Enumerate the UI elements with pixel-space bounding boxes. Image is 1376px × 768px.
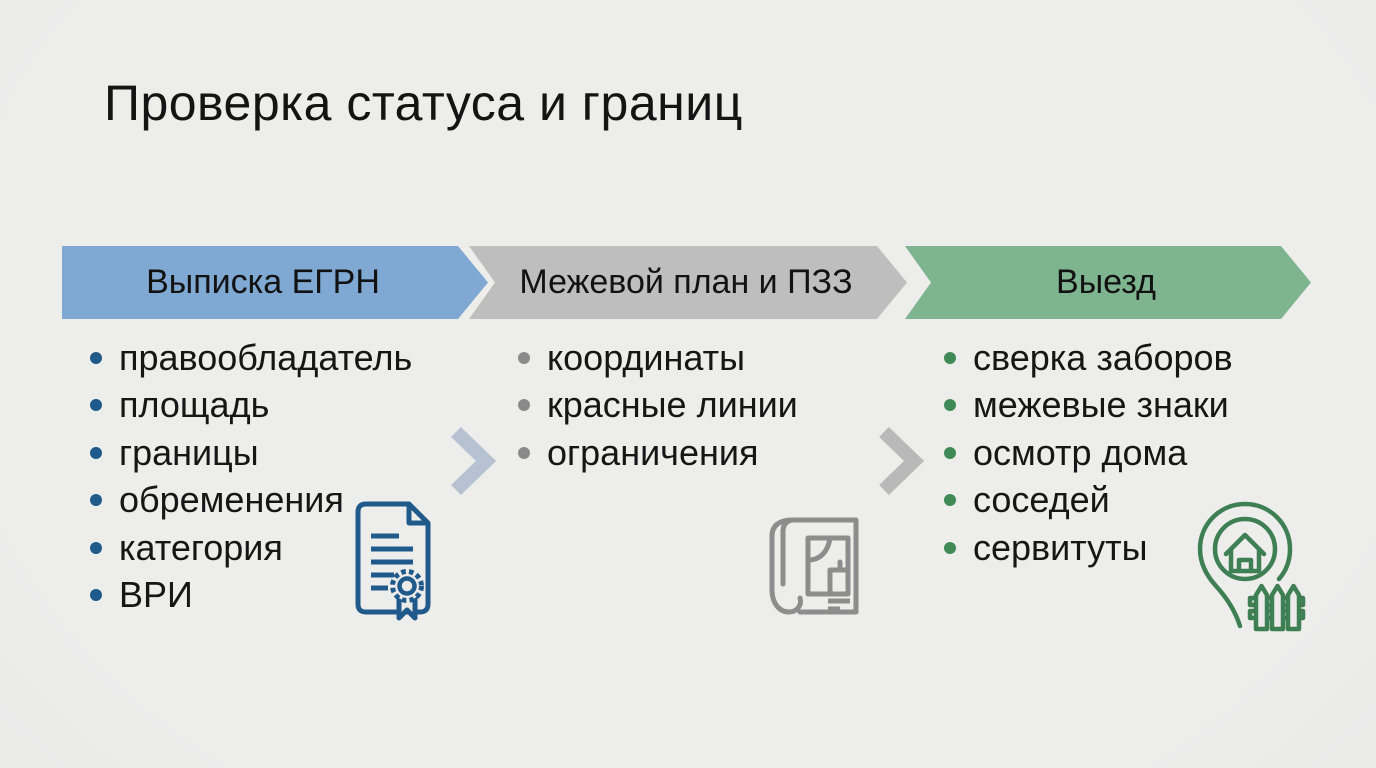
list-item: межевые знаки — [944, 382, 1233, 430]
certificate-document-icon — [355, 501, 431, 621]
list-item: осмотр дома — [944, 429, 1233, 477]
list-item-label: границы — [119, 431, 259, 473]
bullet-dot — [90, 446, 102, 459]
list-item: сверка заборов — [944, 334, 1233, 382]
page-title: Проверка статуса и границ — [104, 75, 743, 131]
list-item-label: правообладатель — [119, 336, 413, 378]
list-item-label: сверка заборов — [973, 336, 1233, 378]
bullet-dot — [90, 541, 102, 554]
bullet-dot — [944, 399, 956, 412]
visit-checklist: сверка заборов межевые знаки осмотр дома… — [944, 334, 1233, 572]
list-item: ВРИ — [90, 572, 412, 620]
chevron-right-icon — [879, 426, 925, 496]
list-item: категория — [90, 524, 412, 572]
bullet-dot — [518, 399, 530, 412]
list-item: границы — [90, 429, 412, 477]
stage-banner-plan-pzz: Межевой план и ПЗЗ — [469, 246, 907, 319]
bullet-dot — [90, 494, 102, 507]
list-item-label: площадь — [119, 384, 270, 426]
bullet-dot — [518, 446, 530, 459]
chevron-right-icon — [451, 426, 497, 496]
list-item: обременения — [90, 477, 412, 525]
list-item: правообладатель — [90, 334, 412, 382]
list-item-label: категория — [119, 526, 283, 568]
list-item-label: соседей — [973, 479, 1110, 521]
bullet-dot — [90, 589, 102, 602]
location-pin-house-fence-icon — [1197, 501, 1306, 632]
blueprint-plan-icon — [769, 517, 859, 615]
bullet-dot — [944, 351, 956, 364]
egrn-checklist: правообладатель площадь границы обремене… — [90, 334, 412, 619]
list-item: красные линии — [518, 382, 798, 430]
bullet-dot — [944, 494, 956, 507]
bullet-dot — [90, 399, 102, 412]
stage-banner-label: Межевой план и ПЗЗ — [519, 263, 853, 301]
list-item-label: ограничения — [547, 431, 759, 473]
list-item: соседей — [944, 477, 1233, 525]
list-item: сервитуты — [944, 524, 1233, 572]
list-item: ограничения — [518, 429, 798, 477]
bullet-dot — [944, 541, 956, 554]
list-item-label: межевые знаки — [973, 384, 1229, 426]
stage-banner-label: Выписка ЕГРН — [146, 263, 380, 301]
list-item-label: сервитуты — [973, 526, 1148, 568]
list-item: площадь — [90, 382, 412, 430]
list-item-label: обременения — [119, 479, 344, 521]
stage-banner-egrn: Выписка ЕГРН — [62, 246, 488, 319]
list-item-label: координаты — [547, 336, 745, 378]
bullet-dot — [90, 351, 102, 364]
stage-banner-label: Выезд — [1056, 263, 1156, 301]
stage-banner-visit: Выезд — [905, 246, 1311, 319]
list-item: координаты — [518, 334, 798, 382]
list-item-label: красные линии — [547, 384, 798, 426]
plan-pzz-checklist: координаты красные линии ограничения — [518, 334, 798, 477]
list-item-label: осмотр дома — [973, 431, 1188, 473]
bullet-dot — [518, 351, 530, 364]
bullet-dot — [944, 446, 956, 459]
list-item-label: ВРИ — [119, 574, 193, 616]
